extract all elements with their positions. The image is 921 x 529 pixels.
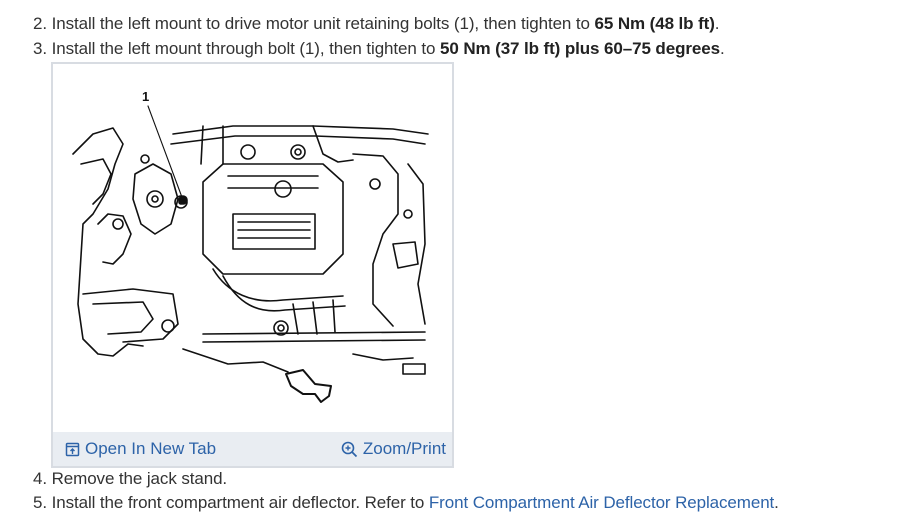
open-in-new-tab-icon bbox=[65, 442, 80, 456]
step-2: 2. Install the left mount to drive motor… bbox=[33, 13, 719, 35]
step-5-text: 5. Install the front compartment air def… bbox=[33, 493, 429, 512]
air-deflector-replacement-link[interactable]: Front Compartment Air Deflector Replacem… bbox=[428, 493, 775, 512]
step-5: 5. Install the front compartment air def… bbox=[33, 492, 779, 514]
zoom-print-label: Zoom/Print bbox=[362, 439, 446, 458]
step-4-text: 4. Remove the jack stand. bbox=[33, 469, 228, 488]
step-2-torque: 65 Nm (48 lb ft) bbox=[594, 14, 715, 33]
step-5-suffix: . bbox=[774, 493, 779, 512]
step-4: 4. Remove the jack stand. bbox=[33, 468, 227, 490]
zoom-in-icon bbox=[341, 441, 357, 457]
step-2-suffix: . bbox=[714, 14, 720, 33]
zoom-print-button[interactable]: Zoom/Print bbox=[341, 439, 446, 459]
step-2-text: 2. Install the left mount to drive motor… bbox=[33, 14, 595, 33]
open-in-new-tab-label: Open In New Tab bbox=[85, 439, 217, 458]
step-3-text: 3. Install the left mount through bolt (… bbox=[33, 39, 440, 58]
figure-toolbar: Open In New Tab Zoom/Print bbox=[53, 432, 452, 466]
figure-panel: 1 Open In New Tab Zoom/Print bbox=[51, 62, 454, 468]
open-in-new-tab-button[interactable]: Open In New Tab bbox=[65, 439, 216, 459]
step-3-torque: 50 Nm (37 lb ft) plus 60–75 degrees bbox=[439, 39, 720, 58]
callout-number: 1 bbox=[142, 89, 149, 104]
step-3: 3. Install the left mount through bolt (… bbox=[33, 38, 725, 60]
drive-motor-mount-illustration: 1 bbox=[72, 89, 429, 403]
step-3-suffix: . bbox=[719, 39, 725, 58]
